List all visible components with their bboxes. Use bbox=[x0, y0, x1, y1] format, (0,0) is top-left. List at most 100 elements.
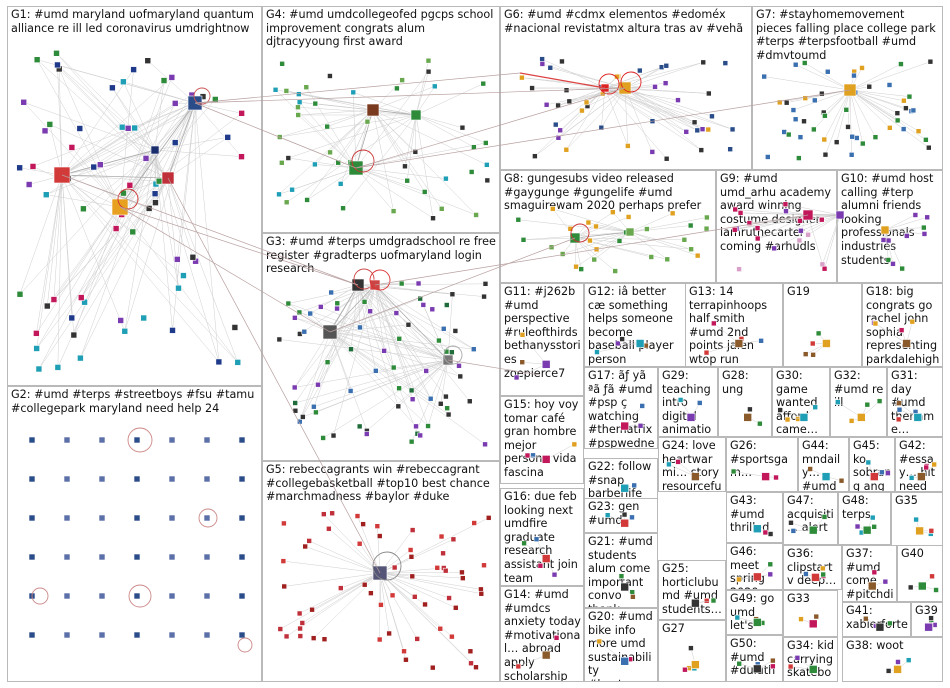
hub-node bbox=[541, 554, 551, 563]
node bbox=[815, 330, 822, 337]
edge bbox=[521, 77, 606, 89]
group-panel-g28: G28: ung bbox=[718, 367, 772, 437]
node bbox=[895, 659, 901, 665]
node bbox=[429, 664, 436, 671]
node bbox=[408, 554, 415, 560]
edge bbox=[604, 87, 687, 133]
node bbox=[614, 73, 620, 80]
node bbox=[361, 299, 368, 305]
node bbox=[530, 452, 536, 459]
group-panel-g23: G23: gen #umd bbox=[584, 498, 658, 533]
hub-node bbox=[620, 518, 630, 528]
hub-node bbox=[691, 660, 700, 669]
hub-node bbox=[808, 525, 818, 535]
node bbox=[70, 331, 78, 339]
node bbox=[63, 553, 71, 561]
node bbox=[894, 117, 901, 124]
node bbox=[203, 553, 211, 561]
edge bbox=[112, 87, 156, 151]
node bbox=[402, 163, 408, 170]
node bbox=[821, 265, 828, 272]
edge bbox=[129, 102, 196, 186]
node bbox=[283, 199, 290, 206]
node bbox=[630, 594, 636, 600]
edge bbox=[357, 284, 399, 407]
node bbox=[781, 129, 787, 135]
node bbox=[467, 648, 474, 655]
node bbox=[543, 101, 550, 108]
node bbox=[880, 237, 887, 243]
node bbox=[121, 327, 129, 335]
hub-node bbox=[857, 413, 866, 422]
edge bbox=[415, 114, 486, 144]
node bbox=[513, 374, 520, 381]
node bbox=[798, 616, 804, 622]
edge bbox=[167, 137, 228, 179]
node bbox=[637, 67, 643, 74]
node bbox=[484, 177, 491, 184]
edge bbox=[374, 284, 474, 350]
edge bbox=[884, 214, 916, 231]
edge bbox=[329, 284, 376, 333]
edge bbox=[299, 312, 449, 361]
edge bbox=[329, 109, 374, 153]
hub-node bbox=[924, 622, 933, 632]
node bbox=[449, 633, 455, 640]
node bbox=[131, 124, 138, 132]
node bbox=[682, 666, 688, 673]
edge bbox=[53, 174, 63, 300]
edge bbox=[398, 359, 449, 407]
node bbox=[604, 512, 611, 518]
node bbox=[573, 263, 579, 270]
hub-node bbox=[808, 619, 818, 629]
hub-node bbox=[620, 656, 630, 666]
edge bbox=[706, 343, 739, 353]
edge bbox=[323, 513, 381, 574]
node bbox=[557, 127, 563, 134]
node bbox=[480, 80, 487, 87]
hub-node bbox=[620, 582, 630, 592]
node bbox=[440, 550, 446, 557]
edge bbox=[36, 174, 63, 334]
edge bbox=[884, 229, 903, 269]
edge bbox=[604, 87, 667, 159]
self-loop bbox=[237, 637, 253, 653]
node bbox=[915, 128, 922, 134]
node bbox=[409, 573, 416, 580]
hub-node bbox=[753, 572, 762, 582]
node bbox=[63, 514, 71, 522]
node bbox=[683, 129, 690, 135]
node bbox=[168, 592, 176, 600]
group-label: G6: #umd #cdmx elementos #edoméx #nacion… bbox=[504, 8, 744, 35]
node bbox=[409, 527, 416, 533]
edge bbox=[147, 60, 196, 104]
self-loop bbox=[351, 149, 375, 173]
node bbox=[484, 162, 490, 168]
edge bbox=[415, 114, 417, 152]
group-panel-g14: G14: #umd #umdcs anxiety today #motivati… bbox=[500, 586, 584, 682]
group-label: G25: horticlubumd #umd students… bbox=[662, 562, 722, 616]
edge bbox=[406, 114, 417, 181]
edge bbox=[47, 174, 63, 307]
edge bbox=[813, 89, 851, 130]
node bbox=[876, 398, 883, 404]
edge bbox=[61, 99, 216, 176]
node bbox=[46, 121, 54, 128]
node bbox=[810, 352, 816, 358]
node bbox=[871, 569, 878, 576]
node bbox=[155, 177, 163, 185]
node bbox=[431, 83, 438, 90]
node bbox=[709, 113, 715, 120]
node bbox=[449, 291, 456, 298]
node bbox=[863, 615, 869, 622]
hub-node bbox=[822, 339, 831, 348]
group-panel-g22: G22: follow #snap barberlife_… #mediumba… bbox=[584, 458, 658, 500]
edge bbox=[427, 359, 449, 427]
node bbox=[168, 514, 176, 522]
edge bbox=[328, 528, 381, 574]
edge bbox=[355, 71, 429, 169]
node bbox=[312, 100, 319, 107]
node bbox=[807, 466, 813, 472]
node bbox=[356, 540, 363, 547]
